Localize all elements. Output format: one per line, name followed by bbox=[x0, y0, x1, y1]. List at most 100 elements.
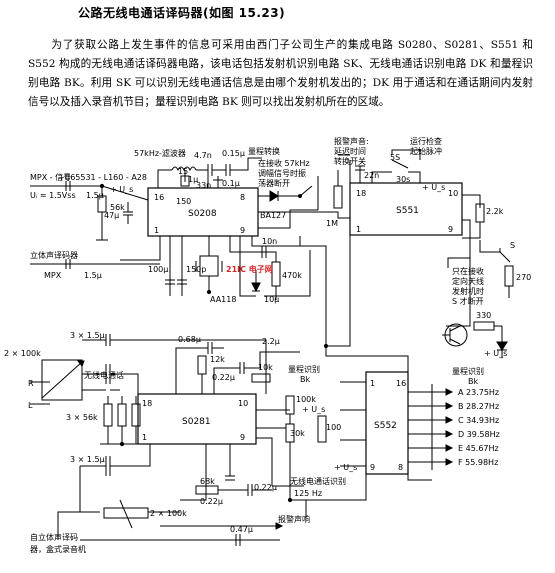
svg-text:1: 1 bbox=[356, 225, 361, 234]
svg-text:270: 270 bbox=[516, 273, 531, 282]
ic-s551 bbox=[349, 182, 463, 236]
ic-s0281 bbox=[137, 393, 257, 445]
svg-text:16: 16 bbox=[154, 193, 164, 202]
receive-57k-label-2: 调幅信号时振 bbox=[258, 168, 306, 178]
mpx-label: MPX bbox=[44, 271, 62, 280]
svg-text:S: S bbox=[510, 241, 515, 250]
chip-aa118-label: AA118 bbox=[210, 295, 236, 304]
filter-chain-label: +B65531 - L160 - A28 bbox=[58, 173, 147, 182]
svg-text:18: 18 bbox=[356, 189, 366, 198]
svg-text:16: 16 bbox=[396, 379, 406, 388]
svg-text:1: 1 bbox=[142, 433, 147, 442]
svg-text:9: 9 bbox=[370, 463, 375, 472]
range-freq-f: F 55.98Hz bbox=[458, 458, 498, 467]
svg-text:8: 8 bbox=[240, 193, 245, 202]
filter-label: 57kHz-滤波器 bbox=[134, 148, 186, 158]
svg-text:9: 9 bbox=[240, 433, 245, 442]
svg-text:330: 330 bbox=[476, 311, 491, 320]
receive-57k-label-1: 在接收 57kHz bbox=[258, 158, 310, 168]
svg-text:8: 8 bbox=[398, 463, 403, 472]
svg-text:68k: 68k bbox=[200, 477, 215, 486]
svg-text:0.15μ: 0.15μ bbox=[222, 149, 245, 158]
svg-text:47μ: 47μ bbox=[104, 211, 119, 220]
svg-text:1: 1 bbox=[370, 379, 375, 388]
svg-text:2 × 100k: 2 × 100k bbox=[150, 509, 187, 518]
svg-text:+ U_s: + U_s bbox=[422, 183, 445, 192]
svg-text:3 × 1.5μ: 3 × 1.5μ bbox=[70, 455, 105, 464]
svg-text:2.2k: 2.2k bbox=[486, 207, 504, 216]
stereo-decoder-label: 立体声译码器 bbox=[30, 250, 78, 260]
svg-text:10k: 10k bbox=[258, 363, 273, 372]
watermark: 21IC 电子网 bbox=[226, 264, 273, 274]
receive-57k-label-3: 荡器断开 bbox=[258, 178, 290, 188]
range-freq-a: A 23.75Hz bbox=[458, 388, 499, 397]
svg-text:+ U_s: + U_s bbox=[110, 185, 133, 194]
alarm-label-2: 延迟时间 bbox=[334, 146, 366, 156]
radio-id-label-2: 125 Hz bbox=[294, 489, 322, 498]
svg-text:9: 9 bbox=[240, 226, 245, 235]
svg-text:10μ: 10μ bbox=[264, 295, 279, 304]
svg-text:30s: 30s bbox=[396, 175, 410, 184]
svg-text:22n: 22n bbox=[364, 171, 379, 180]
svg-text:150p: 150p bbox=[186, 265, 206, 274]
page-title: 公路无线电通话译码器(如图 15.23) bbox=[78, 6, 286, 20]
chip-s551-label: S551 bbox=[396, 206, 419, 216]
mpx-signal-label: MPX - 信号 bbox=[30, 172, 71, 182]
s-receive-label-4: S 才断开 bbox=[452, 296, 484, 306]
alarm-label-3: 转换开关 bbox=[334, 156, 366, 166]
svg-text:100: 100 bbox=[326, 423, 341, 432]
svg-text:15: 15 bbox=[178, 167, 188, 176]
r-label: R bbox=[28, 379, 34, 388]
svg-text:470k: 470k bbox=[282, 271, 302, 280]
svg-text:4.7n: 4.7n bbox=[194, 151, 212, 160]
svg-text:0.22μ: 0.22μ bbox=[200, 497, 223, 506]
ui-level-label: Uᵢ ≈ 1.5Vss bbox=[30, 191, 76, 200]
svg-text:3 × 1.5μ: 3 × 1.5μ bbox=[70, 331, 105, 340]
l-label: L bbox=[28, 401, 33, 410]
svg-text:33n: 33n bbox=[196, 181, 211, 190]
svg-text:1.5μ: 1.5μ bbox=[84, 271, 102, 280]
run-check-label-2: 起始脉冲 bbox=[410, 146, 442, 156]
radio-id-label-1: 无线电通话识别 bbox=[290, 476, 346, 486]
range-switch-label: 量程转换 bbox=[248, 146, 280, 156]
auto-label-1: 自立体声译码 bbox=[30, 532, 78, 542]
run-check-label-1: 运行检查 bbox=[410, 136, 442, 146]
svg-text:2 × 100k: 2 × 100k bbox=[4, 349, 41, 358]
ic-s552 bbox=[365, 371, 409, 475]
s-receive-label-2: 定向天线 bbox=[452, 276, 484, 286]
svg-text:1: 1 bbox=[154, 226, 159, 235]
range-freq-d: D 39.58Hz bbox=[458, 430, 500, 439]
svg-text:100k: 100k bbox=[296, 395, 316, 404]
svg-text:0.47μ: 0.47μ bbox=[230, 525, 253, 534]
svg-text:+ U_s: + U_s bbox=[334, 463, 357, 472]
bk2-label: 量程识别 bbox=[452, 367, 484, 376]
svg-text:56k: 56k bbox=[110, 203, 125, 212]
svg-text:0.22μ: 0.22μ bbox=[212, 373, 235, 382]
svg-text:0.1μ: 0.1μ bbox=[222, 179, 240, 188]
svg-text:150: 150 bbox=[176, 197, 191, 206]
svg-text:10: 10 bbox=[448, 189, 458, 198]
svg-text:1μ: 1μ bbox=[188, 175, 198, 184]
alarm-sound-label: 报警声响 bbox=[278, 514, 310, 524]
description-paragraph: 为了获取公路上发生事件的信息可采用由西门子公司生产的集成电路 S0280、S02… bbox=[28, 39, 533, 108]
chip-s0208-label: S0208 bbox=[188, 209, 217, 219]
radio-call-label: 无线电通话 bbox=[84, 370, 124, 380]
auto-label-2: 器，盒式录音机 bbox=[30, 544, 86, 554]
svg-text:9: 9 bbox=[448, 225, 453, 234]
svg-text:100μ: 100μ bbox=[148, 265, 168, 274]
bk-label: Bk bbox=[300, 375, 310, 384]
chip-s552-label: S552 bbox=[374, 421, 397, 431]
svg-text:30k: 30k bbox=[290, 429, 305, 438]
range-id-label: 量程识别 bbox=[288, 365, 320, 374]
svg-text:18: 18 bbox=[142, 399, 152, 408]
bk2b-label: Bk bbox=[468, 377, 478, 386]
chip-ba127-label: BA127 bbox=[260, 211, 286, 220]
svg-text:12k: 12k bbox=[210, 355, 225, 364]
svg-text:+ U_s: + U_s bbox=[484, 349, 507, 358]
svg-text:2.2μ: 2.2μ bbox=[262, 337, 280, 346]
svg-text:1.5μ: 1.5μ bbox=[86, 191, 104, 200]
chip-s0281-label: S0281 bbox=[182, 417, 211, 427]
range-freq-c: C 34.93Hz bbox=[458, 416, 499, 425]
svg-text:3 × 56k: 3 × 56k bbox=[66, 413, 98, 422]
